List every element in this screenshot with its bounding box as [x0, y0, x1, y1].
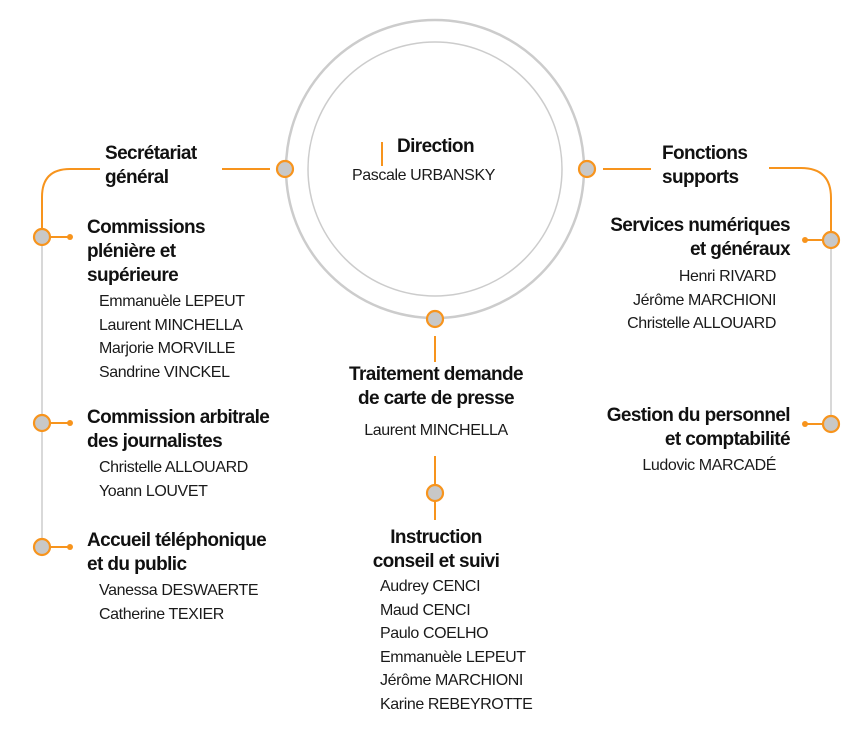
connector-dot — [67, 544, 73, 550]
node-commissions — [32, 227, 52, 247]
direction-name: Pascale URBANSKY — [352, 167, 495, 184]
node-secretariat — [275, 159, 295, 179]
node-fonctions — [577, 159, 597, 179]
node-traitement — [425, 309, 445, 329]
node-services — [821, 230, 841, 250]
inner-ring — [307, 41, 563, 297]
unit-gestion-members: Ludovic MARCADÉ — [642, 457, 776, 474]
connector-dot — [802, 237, 808, 243]
connector-secretariat-curve — [41, 168, 100, 229]
node-commission-arbitrale — [32, 413, 52, 433]
node-gestion — [821, 414, 841, 434]
connector-fonctions-curve — [769, 167, 832, 232]
node-instruction — [425, 483, 445, 503]
connector-dot — [67, 234, 73, 240]
direction-title: Direction — [397, 136, 475, 157]
node-accueil — [32, 537, 52, 557]
connector-dot — [802, 421, 808, 427]
connector-dot — [67, 420, 73, 426]
traitement-name: Laurent MINCHELLA — [364, 422, 508, 439]
